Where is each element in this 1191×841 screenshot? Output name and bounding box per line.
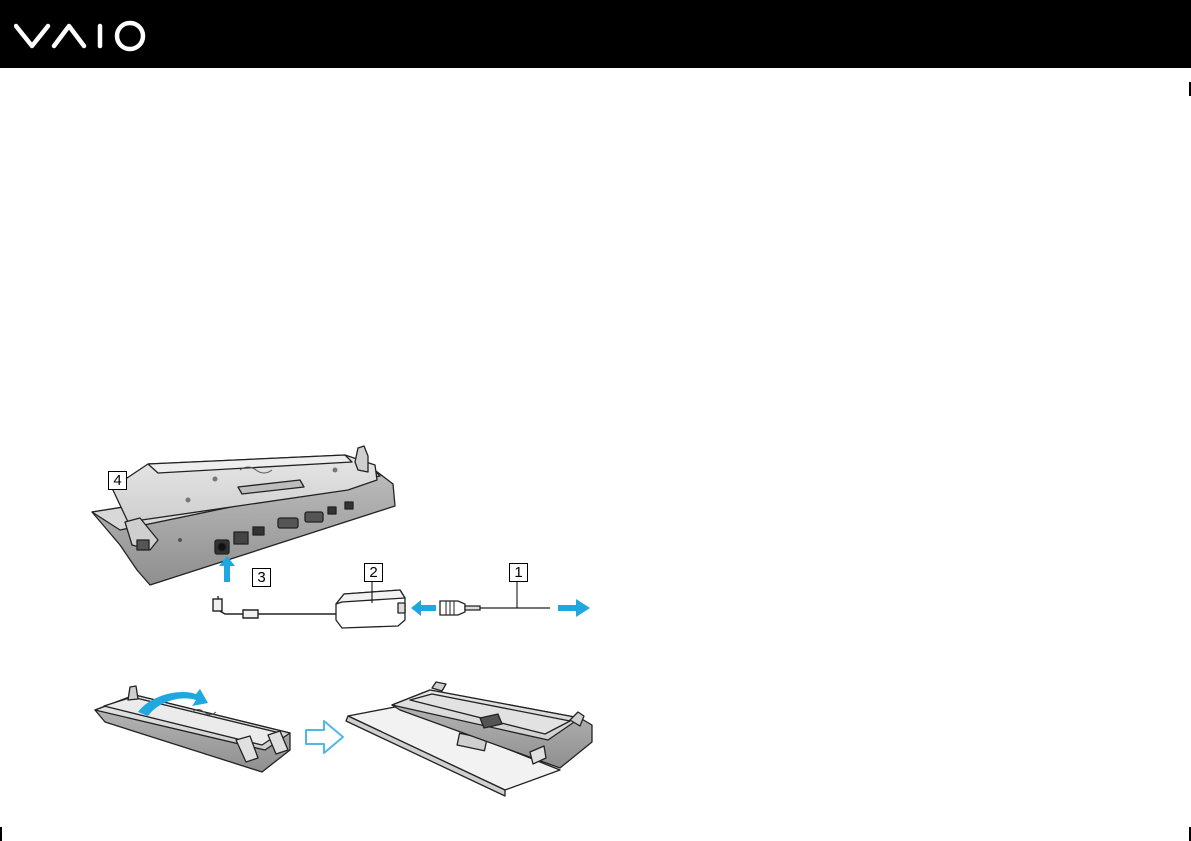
ac-adapter bbox=[336, 590, 405, 628]
power-cord bbox=[440, 601, 550, 615]
callout-4: 4 bbox=[108, 471, 127, 490]
arrow-left-icon bbox=[411, 600, 436, 616]
callout-2: 2 bbox=[364, 563, 383, 582]
outline-arrow-right-icon bbox=[306, 721, 343, 753]
arrow-right-icon bbox=[558, 599, 590, 617]
docking-station-top bbox=[92, 446, 395, 585]
dc-cable bbox=[213, 596, 336, 618]
callout-3: 3 bbox=[252, 568, 271, 587]
docking-station-opened bbox=[346, 682, 592, 796]
callout-1: 1 bbox=[509, 563, 528, 582]
